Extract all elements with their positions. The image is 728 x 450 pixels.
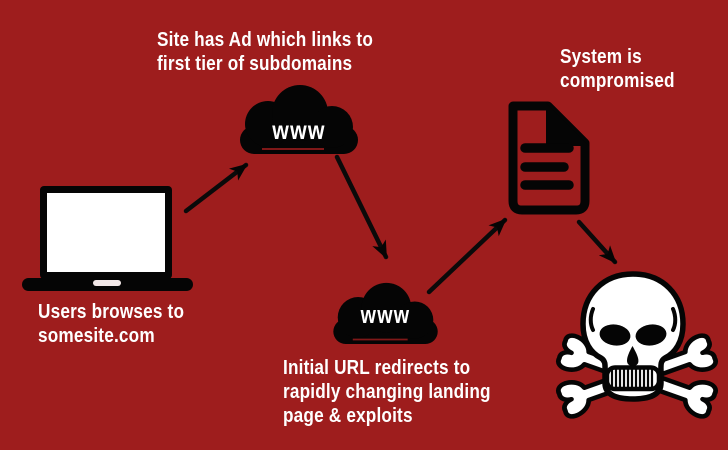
cloud-label-landing-page: www — [360, 302, 411, 329]
skull-head — [580, 271, 686, 402]
caption-system-compromised: System is compromised — [560, 46, 675, 92]
skull-mouth — [604, 365, 662, 392]
arrow-ad-cloud-to-redirect-cloud — [334, 154, 389, 260]
document-icon — [508, 101, 590, 215]
arrow-laptop-to-ad-cloud — [183, 162, 249, 214]
cloud-label-first-tier: www — [272, 115, 326, 145]
laptop-icon — [22, 186, 193, 291]
arrow-document-to-skull — [576, 219, 618, 265]
arrow-redirect-cloud-to-document — [426, 217, 508, 295]
skull-cheek-marks — [588, 307, 678, 332]
caption-ad-links: Site has Ad which links to first tier of… — [157, 29, 374, 75]
flow-arrows — [183, 154, 618, 295]
skull-nose — [627, 346, 639, 367]
caption-url-redirects: Initial URL redirects to rapidly changin… — [283, 357, 491, 427]
caption-user-browses: Users browses to somesite.com — [38, 301, 185, 347]
skull-eyes — [599, 324, 667, 346]
skull-crossbones-icon — [557, 271, 718, 419]
